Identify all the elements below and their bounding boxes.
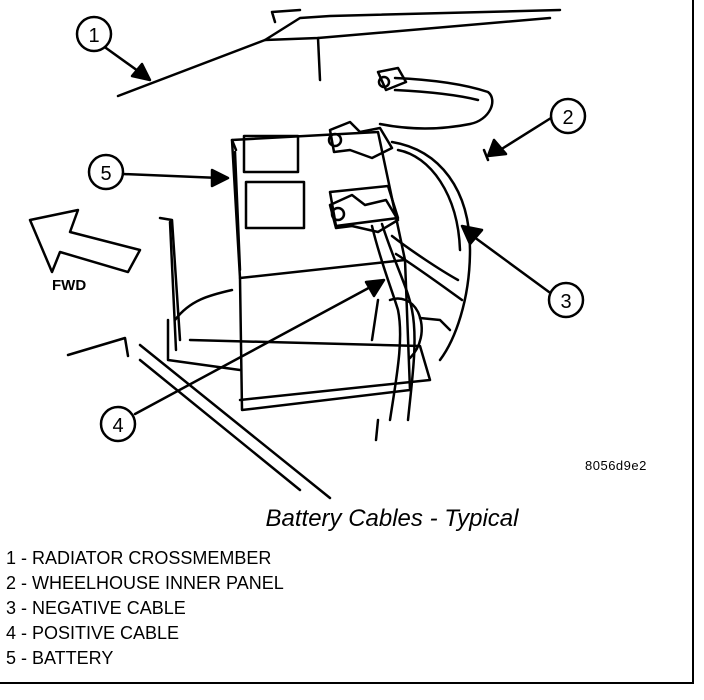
forward-label: FWD [52, 277, 86, 294]
legend-list: 1 - RADIATOR CROSSMEMBER 2 - WHEELHOUSE … [6, 546, 284, 671]
callout-3: 3 [460, 224, 585, 319]
battery-cables-diagram: FWD 1 2 3 4 5 [28, 8, 587, 500]
cable-bundle-drawing [370, 222, 464, 442]
legend-item: 4 - POSITIVE CABLE [6, 623, 180, 643]
callout-2: 2 [482, 97, 587, 162]
negative-terminal-drawing [328, 193, 400, 234]
positive-terminal-drawing [327, 120, 472, 362]
callout-1: 1 [75, 15, 152, 82]
radiator-crossmember-drawing [116, 8, 562, 98]
callout-4-number: 4 [112, 415, 123, 437]
bottom-divider [0, 682, 692, 684]
callout-3-number: 3 [560, 291, 571, 313]
legend-item: 5 - BATTERY [6, 648, 114, 668]
legend-item: 1 - RADIATOR CROSSMEMBER [6, 548, 272, 568]
callout-4: 4 [99, 278, 386, 443]
ground-cable-drawing [376, 66, 494, 130]
legend-item: 3 - NEGATIVE CABLE [6, 598, 186, 618]
right-divider [692, 0, 694, 684]
figure-code: 8056d9e2 [585, 458, 647, 473]
forward-arrow-icon [28, 208, 142, 274]
legend-item: 2 - WHEELHOUSE INNER PANEL [6, 573, 284, 593]
battery-drawing [230, 130, 412, 412]
callout-1-number: 1 [88, 25, 99, 47]
figure-caption: Battery Cables - Typical [265, 505, 519, 532]
wheelhouse-panel-drawing [66, 216, 332, 500]
callout-2-number: 2 [562, 107, 573, 129]
callout-5-number: 5 [100, 163, 111, 185]
callout-5: 5 [87, 153, 230, 191]
battery-tray-drawing [166, 318, 432, 402]
